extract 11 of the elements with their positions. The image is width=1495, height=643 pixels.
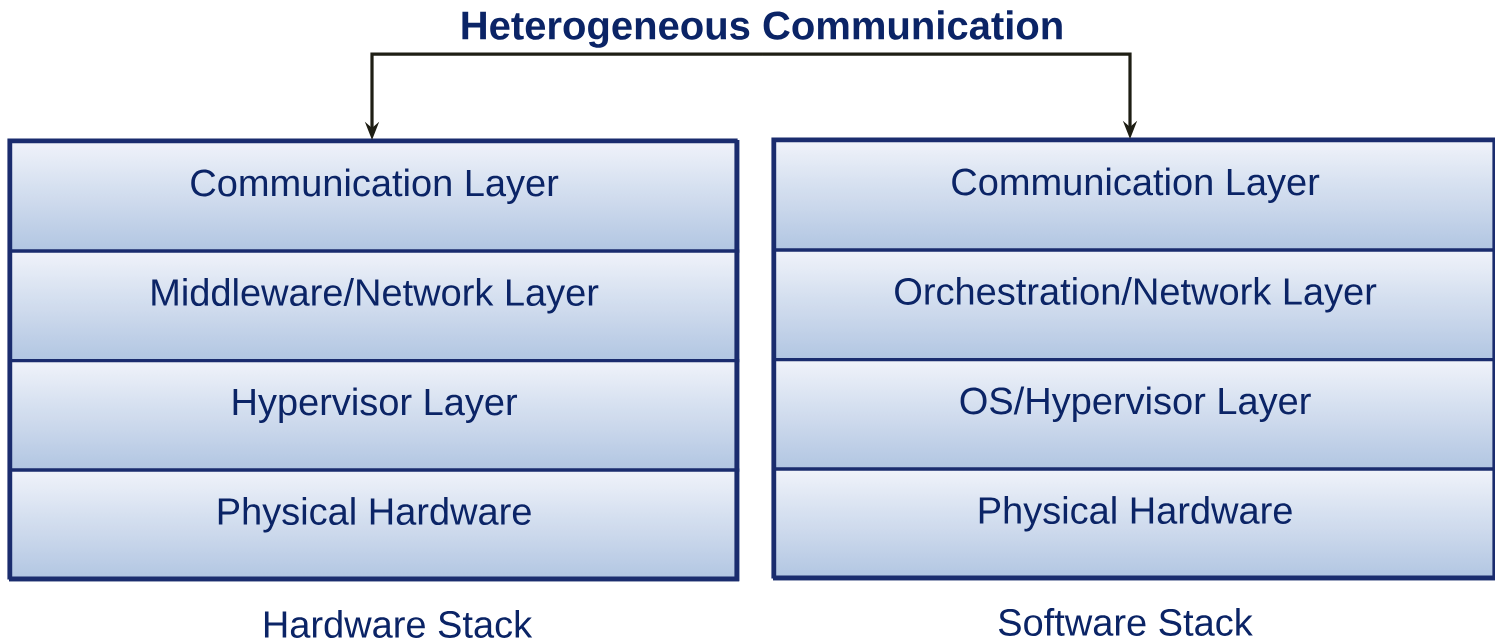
layer-box: Hypervisor Layer: [9, 359, 740, 472]
layer-box: Middleware/Network Layer: [9, 249, 740, 363]
stack-caption: Software Stack: [998, 608, 1253, 636]
stack-caption: Hardware Stack: [264, 610, 533, 638]
layer-box: Communication Layer: [9, 140, 740, 253]
heading: Heterogeneous Communication: [462, 10, 1062, 48]
layer-box: Orchestration/Network Layer: [773, 248, 1495, 362]
layer-box: Physical Hardware: [9, 468, 740, 582]
layer-box: Physical Hardware: [773, 467, 1495, 581]
layer-box: OS/Hypervisor Layer: [773, 358, 1495, 471]
layer-box: Communication Layer: [773, 139, 1495, 252]
